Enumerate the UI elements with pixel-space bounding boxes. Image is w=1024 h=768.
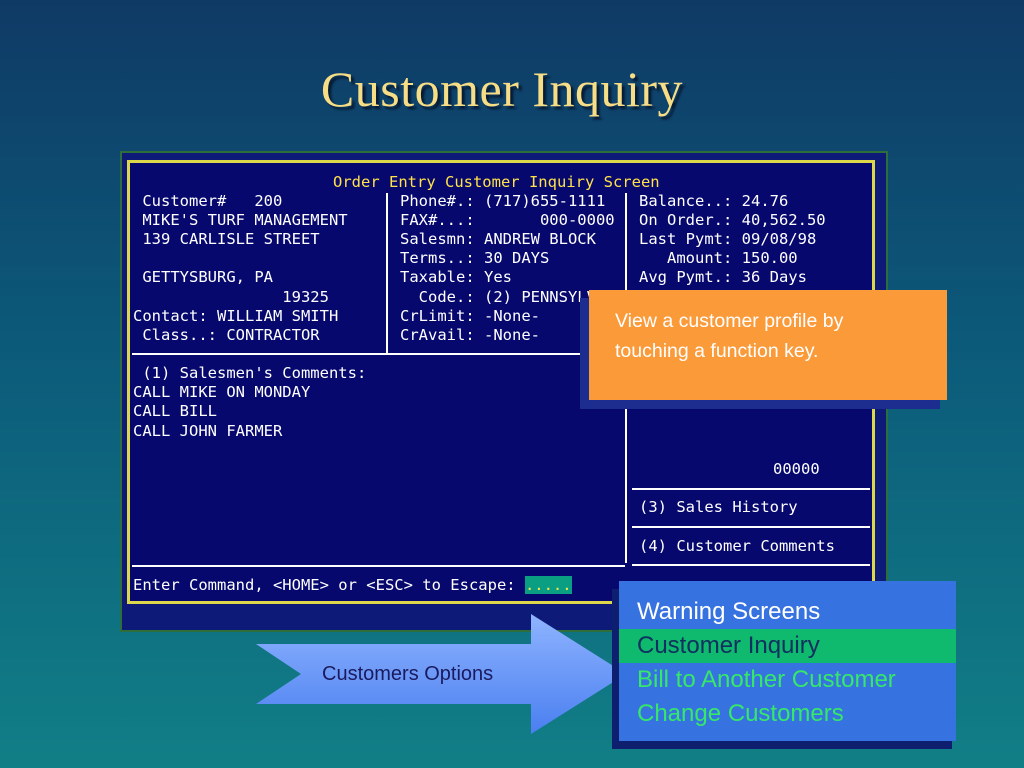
arrow-label: Customers Options (322, 663, 494, 685)
slide-title: Customer Inquiry (320, 61, 684, 117)
customer-line: 19325 (133, 288, 329, 306)
phone-line: CrLimit: -None- (400, 307, 540, 325)
comment-line: CALL MIKE ON MONDAY (133, 383, 311, 401)
menu-item-change-customers[interactable]: Change Customers (637, 700, 844, 727)
balance-line: Balance..: 24.76 (639, 192, 789, 210)
customer-line: MIKE'S TURF MANAGEMENT (133, 211, 348, 229)
menu-item-customer-inquiry[interactable]: Customer Inquiry (619, 629, 956, 663)
terminal-divider-h5 (132, 565, 625, 567)
balance-line: Last Pymt: 09/08/98 (639, 230, 817, 248)
option-customer-comments[interactable]: (4) Customer Comments (639, 537, 835, 555)
command-prompt-label: Enter Command, <HOME> or <ESC> to Escape… (133, 576, 525, 594)
menu-item-bill-to-another-customer[interactable]: Bill to Another Customer (637, 666, 896, 693)
phone-line: CrAvail: -None- (400, 326, 540, 344)
customer-line: Class..: CONTRACTOR (133, 326, 320, 344)
option-sales-history[interactable]: (3) Sales History (639, 498, 798, 516)
terminal-divider-1 (386, 193, 388, 353)
phone-line: Phone#.: (717)655-1111 (400, 192, 606, 210)
right-panel-value: 00000 (773, 460, 820, 478)
comments-heading: (1) Salesmen's Comments: (133, 364, 367, 382)
terminal-divider-h2 (632, 488, 870, 490)
balance-line: Amount: 150.00 (639, 249, 798, 267)
customer-line: Customer# 200 (133, 192, 283, 210)
terminal-divider-h4 (632, 564, 870, 566)
command-input[interactable]: ..... (524, 576, 572, 594)
phone-line: Terms..: 30 DAYS (400, 249, 550, 267)
customer-line: GETTYSBURG, PA (133, 268, 273, 286)
options-menu: Warning Screens Customer Inquiry Bill to… (619, 581, 956, 741)
terminal-divider-h3 (632, 526, 870, 528)
balance-line: Avg Pymt.: 36 Days (639, 268, 807, 286)
menu-item-warning-screens[interactable]: Warning Screens (637, 598, 821, 625)
customer-line: 139 CARLISLE STREET (133, 230, 320, 248)
phone-line: Taxable: Yes (400, 268, 512, 286)
command-prompt: Enter Command, <HOME> or <ESC> to Escape… (133, 576, 572, 595)
phone-line: Salesmn: ANDREW BLOCK (400, 230, 596, 248)
phone-line: FAX#...: 000-0000 (400, 211, 615, 229)
customer-line: Contact: WILLIAM SMITH (133, 307, 339, 325)
terminal-divider-h1 (132, 353, 625, 355)
comment-line: CALL BILL (133, 402, 217, 420)
arrow-shape (256, 614, 626, 734)
callout-box: View a customer profile by touching a fu… (589, 290, 947, 400)
terminal-title: Order Entry Customer Inquiry Screen (333, 173, 660, 191)
comment-line: CALL JOHN FARMER (133, 422, 283, 440)
balance-line: On Order.: 40,562.50 (639, 211, 826, 229)
